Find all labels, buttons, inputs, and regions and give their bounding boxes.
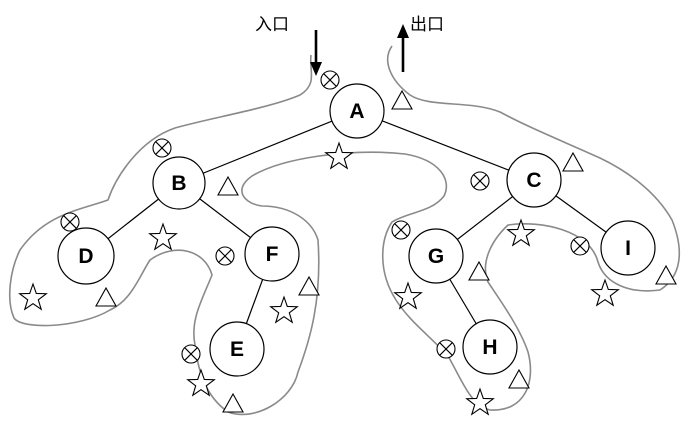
entry-arrowhead [310,62,322,76]
traversal-path [8,45,681,416]
circle-x-icon [152,138,172,158]
node-e-label: E [230,338,244,361]
circle-x-icon [320,70,340,90]
star-icon [187,369,215,396]
circle-x-icon [391,220,411,240]
exit: 出口 [397,15,444,72]
star-icon [149,223,177,250]
circle-x-icon [181,344,201,364]
node-b: B [152,156,206,210]
node-f: F [244,226,300,282]
triangle-icon [217,176,239,196]
circle-x-icon [60,212,80,232]
circle-x-icon [570,236,590,256]
node-c: C [506,152,562,208]
circle-x-icon [215,246,235,266]
star-icon [270,296,298,323]
exit-label: 出口 [410,15,444,35]
node-e: E [209,321,265,377]
node-b-label: B [171,172,186,195]
star-icon [591,279,619,306]
node-g: G [408,228,464,284]
node-d-label: D [78,245,93,268]
triangle-icon [508,369,530,389]
exit-arrowhead [397,24,409,38]
node-d: D [57,227,115,285]
triangle-icon [562,152,584,172]
node-i: I [600,220,656,276]
node-a-label: A [349,100,364,123]
triangle-icon [655,265,677,285]
star-icon [19,283,47,310]
edge-a-b [178,110,358,184]
node-c-label: C [526,169,541,192]
triangle-icon [298,276,320,296]
circle-x-icon [436,339,456,359]
circle-x-icon [470,171,490,191]
star-icon [325,142,353,169]
node-f-label: F [266,243,279,266]
entry: 入口 [255,15,322,76]
node-h: H [462,319,518,375]
circle-x-markers [60,70,590,364]
triangle-markers [95,90,677,413]
node-h-label: H [482,336,497,359]
entry-label: 入口 [255,15,289,35]
nodes: A B C D E F G H [57,83,656,377]
node-i-label: I [625,237,631,260]
triangle-icon [95,287,117,307]
triangle-icon [222,393,244,413]
edge-a-c [356,110,535,181]
node-a: A [329,83,385,139]
node-g-label: G [428,245,444,268]
